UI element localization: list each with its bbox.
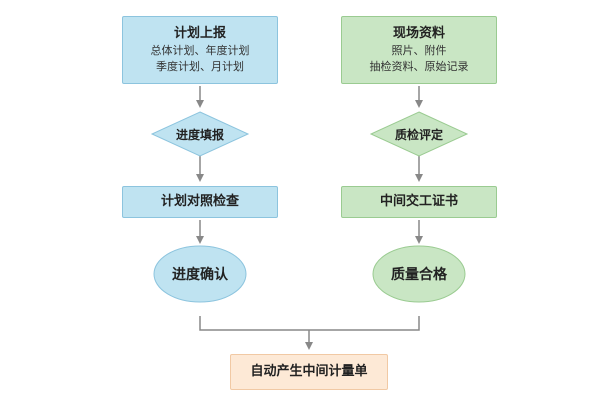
final-measurement-label: 自动产生中间计量单 [250,364,368,379]
quality-eval-diamond [369,111,469,157]
site-data-line1: 照片、附件 [391,44,447,57]
quality-pass-label: 质量合格 [391,267,447,283]
progress-fill-label: 进度填报 [175,127,224,142]
site-data-box: 现场资料 照片、附件 抽检资料、原始记录 [341,16,497,84]
interim-cert-box: 中间交工证书 [341,186,497,218]
site-data-line2: 抽检资料、原始记录 [369,60,469,73]
plan-report-line2: 季度计划、月计划 [156,60,244,73]
quality-pass-ellipse [372,245,466,303]
plan-compare-label: 计划对照检查 [160,194,239,209]
interim-cert-label: 中间交工证书 [379,194,458,209]
plan-report-title: 计划上报 [173,26,226,41]
quality-eval-label: 质检评定 [394,127,443,142]
connector-merge-bracket [199,316,420,331]
progress-fill-diamond [150,111,250,157]
progress-confirm-ellipse [153,245,247,303]
site-data-title: 现场资料 [392,26,445,41]
final-measurement-box: 自动产生中间计量单 [230,354,388,390]
progress-confirm-label: 进度确认 [172,267,228,283]
plan-compare-box: 计划对照检查 [122,186,278,218]
plan-report-box: 计划上报 总体计划、年度计划 季度计划、月计划 [122,16,278,84]
plan-report-line1: 总体计划、年度计划 [150,44,250,57]
